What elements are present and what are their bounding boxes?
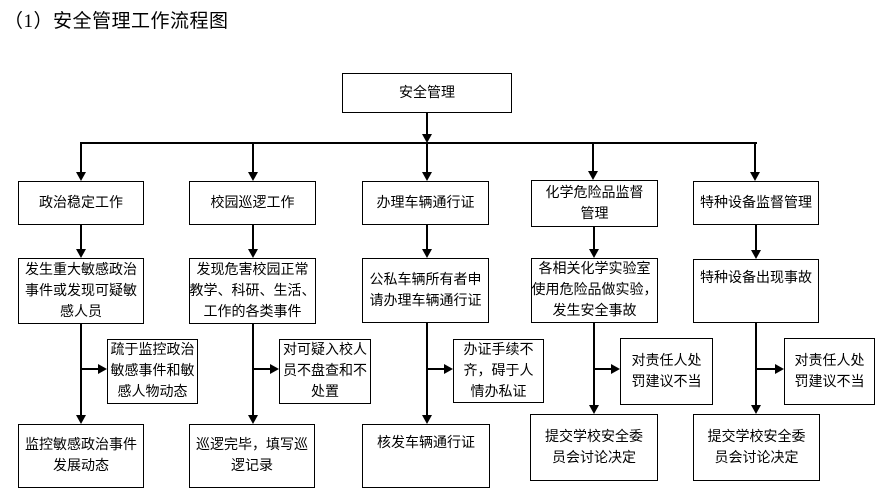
arrowhead-header-event-4 — [589, 249, 599, 258]
connector-drop-branch5 — [754, 144, 756, 173]
connector-drop-branch4 — [592, 144, 594, 173]
page-title: （1）安全管理工作流程图 — [4, 11, 229, 32]
node-chemical-lab-accident: 各相关化学实验室 使用危险品做实验， 发生安全事故 — [531, 258, 658, 323]
arrowhead-drop-branch4 — [588, 171, 598, 180]
connector-side-issue-1 — [81, 368, 98, 370]
arrowhead-event-outcome-3 — [422, 415, 432, 424]
arrowhead-root-stem — [422, 134, 432, 143]
connector-header-event-4 — [593, 227, 595, 250]
connector-header-event-1 — [80, 225, 82, 250]
node-political-stability-work: 政治稳定工作 — [18, 181, 144, 225]
arrowhead-side-issue-1 — [98, 364, 107, 374]
connector-header-event-2 — [252, 225, 254, 250]
arrowhead-drop-branch5 — [750, 172, 760, 181]
connector-side-issue-4 — [594, 368, 611, 370]
connector-event-outcome-5 — [755, 323, 757, 406]
node-special-equipment-accident: 特种设备出现事故 — [693, 259, 819, 323]
arrowhead-side-issue-2 — [270, 364, 279, 374]
node-incomplete-formalities-risk: 办证手续不 齐，碍于人 情办私证 — [453, 339, 544, 403]
connector-drop-branch2 — [252, 144, 254, 173]
connector-header-event-3 — [426, 225, 428, 250]
node-campus-patrol-work: 校园巡逻工作 — [189, 181, 316, 225]
node-submit-safety-committee-chemicals: 提交学校安全委 员会讨论决定 — [530, 414, 658, 481]
connector-root-stem — [426, 113, 428, 134]
connector-event-outcome-4 — [593, 323, 595, 406]
connector-side-issue-5 — [756, 368, 775, 370]
connector-drop-branch1 — [80, 144, 82, 173]
node-improper-punishment-risk-equipment: 对责任人处 罚建议不当 — [784, 338, 875, 405]
node-campus-harm-events: 发现危害校园正常 教学、科研、生活、 工作的各类事件 — [189, 258, 316, 324]
arrowhead-header-event-1 — [76, 249, 86, 258]
arrowhead-drop-branch1 — [76, 172, 86, 181]
connector-event-outcome-1 — [80, 324, 82, 416]
connector-side-issue-3 — [427, 368, 444, 370]
node-issue-vehicle-pass: 核发车辆通行证 — [362, 424, 490, 488]
node-monitor-sensitive-trends: 监控敏感政治事件 发展动态 — [18, 424, 144, 488]
arrowhead-drop-branch3 — [422, 172, 432, 181]
node-vehicle-pass-application: 公私车辆所有者申 请办理车辆通行证 — [362, 258, 489, 323]
node-no-interrogation-risk: 对可疑入校人 员不盘查和不 处置 — [279, 339, 371, 404]
node-special-equipment-supervision: 特种设备监督管理 — [693, 181, 819, 225]
arrowhead-event-outcome-1 — [76, 415, 86, 424]
node-patrol-record: 巡逻完毕，填写巡 逻记录 — [189, 424, 315, 488]
connector-header-event-5 — [755, 225, 757, 250]
node-submit-safety-committee-equipment: 提交学校安全委 员会讨论决定 — [693, 414, 820, 481]
node-vehicle-pass-processing: 办理车辆通行证 — [362, 181, 489, 225]
arrowhead-event-outcome-5 — [751, 405, 761, 414]
arrowhead-side-issue-5 — [775, 364, 784, 374]
arrowhead-drop-branch2 — [248, 172, 258, 181]
node-improper-punishment-risk-chemicals: 对责任人处 罚建议不当 — [620, 338, 713, 405]
arrowhead-header-event-2 — [248, 249, 258, 258]
arrowhead-event-outcome-4 — [589, 405, 599, 414]
node-safety-management: 安全管理 — [342, 73, 512, 113]
node-lax-monitoring-risk: 疏于监控政治 敏感事件和敏 感人物动态 — [107, 339, 198, 404]
connector-distribution-line — [80, 142, 757, 144]
connector-side-issue-2 — [253, 368, 270, 370]
connector-event-outcome-2 — [252, 324, 254, 416]
arrowhead-header-event-3 — [422, 249, 432, 258]
connector-drop-branch3 — [426, 144, 428, 173]
node-major-sensitive-political-event: 发生重大敏感政治 事件或发现可疑敏 感人员 — [18, 258, 144, 324]
arrowhead-header-event-5 — [751, 250, 761, 259]
node-hazardous-chemicals-supervision: 化学危险品监督 管理 — [531, 180, 658, 227]
arrowhead-side-issue-3 — [444, 364, 453, 374]
arrowhead-event-outcome-2 — [248, 415, 258, 424]
arrowhead-side-issue-4 — [611, 364, 620, 374]
